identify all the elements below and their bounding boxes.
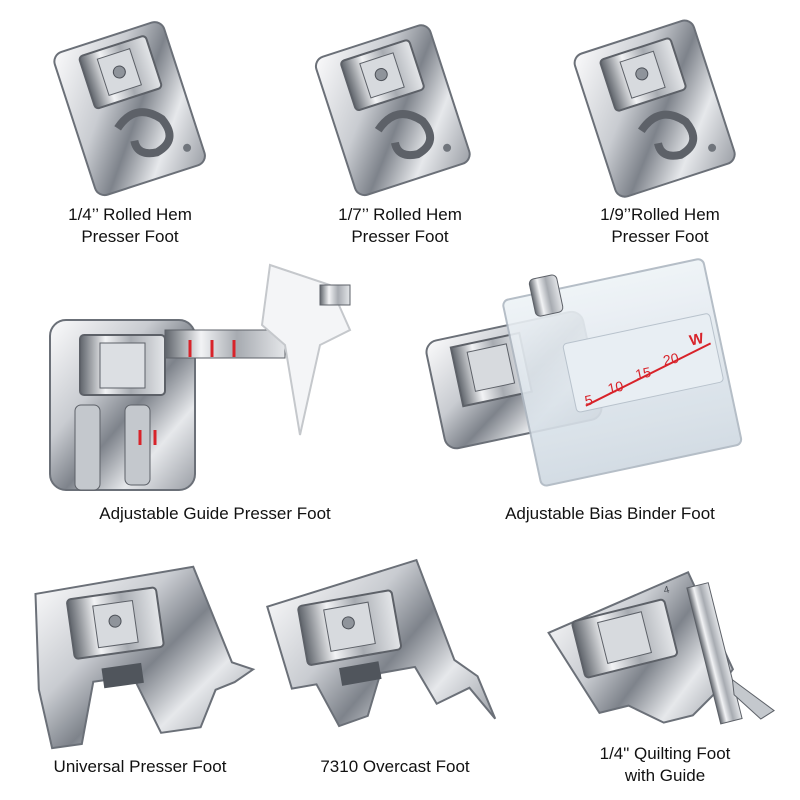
adjustable-guide-caption: Adjustable Guide Presser Foot bbox=[99, 504, 331, 523]
bias-mark-5: 5 bbox=[583, 391, 594, 408]
quilting-1-4-image: 4 bbox=[547, 570, 775, 725]
adjustable-guide-product: Adjustable Guide Presser Foot bbox=[0, 255, 420, 530]
rolled-hem-1-4-caption: 1/4’’ Rolled Hem Presser Foot bbox=[68, 205, 192, 246]
rolled-hem-1-7-caption: 1/7’’ Rolled Hem Presser Foot bbox=[338, 205, 462, 246]
bias-mark-15: 15 bbox=[634, 364, 653, 383]
bias-mark-20: 20 bbox=[662, 350, 681, 369]
quilting-1-4-caption: 1/4" Quilting Foot with Guide bbox=[599, 744, 731, 785]
rolled-hem-1-9-image bbox=[573, 19, 736, 198]
overcast-7310-caption: 7310 Overcast Foot bbox=[320, 757, 470, 776]
quilting-1-4-product: 4 1/4" Quilting Foot with Guide bbox=[525, 545, 800, 800]
rolled-hem-1-4-product: 1/4’’ Rolled Hem Presser Foot bbox=[0, 0, 265, 250]
rolled-hem-1-9-caption: 1/9’’Rolled Hem Presser Foot bbox=[600, 205, 720, 246]
adjustable-guide-image bbox=[49, 263, 352, 491]
quilting-marking: 4 bbox=[663, 584, 671, 596]
bias-binder-caption: Adjustable Bias Binder Foot bbox=[505, 504, 715, 523]
universal-image bbox=[34, 565, 256, 750]
bias-mark-w: W bbox=[688, 330, 706, 350]
bias-binder-product: 5 10 15 20 W Adjustable Bias Binder Foot bbox=[420, 245, 800, 530]
overcast-7310-image bbox=[266, 558, 497, 728]
universal-caption: Universal Presser Foot bbox=[53, 757, 227, 776]
rolled-hem-1-7-image bbox=[314, 24, 471, 197]
universal-product: Universal Presser Foot bbox=[0, 555, 275, 800]
overcast-7310-product: 7310 Overcast Foot bbox=[255, 540, 525, 800]
bias-mark-10: 10 bbox=[606, 378, 625, 397]
bias-binder-image: 5 10 15 20 W bbox=[425, 258, 743, 487]
rolled-hem-1-9-product: 1/9’’Rolled Hem Presser Foot bbox=[535, 0, 800, 250]
rolled-hem-1-7-product: 1/7’’ Rolled Hem Presser Foot bbox=[265, 0, 535, 250]
rolled-hem-1-4-image bbox=[53, 21, 206, 197]
